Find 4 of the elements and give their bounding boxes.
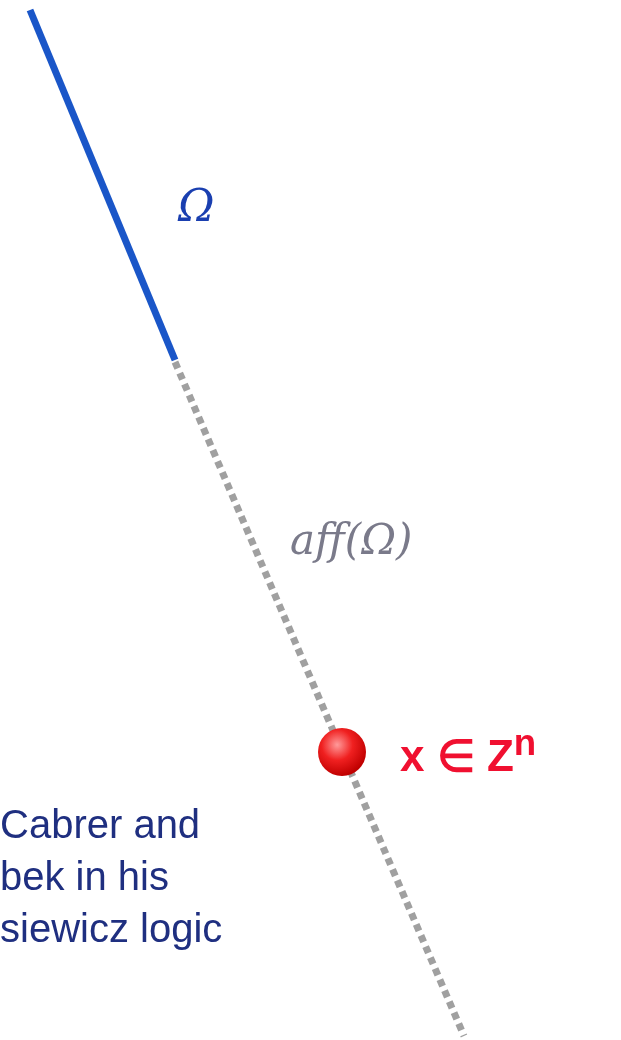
omega-label: Ω	[178, 180, 215, 231]
caption-text: Cabrer and bek in his siewicz logic	[0, 801, 224, 952]
lattice-point-label: x ∈ Z$^{n}$	[400, 722, 537, 781]
affine-hull-label: aff(Ω)	[290, 515, 413, 564]
